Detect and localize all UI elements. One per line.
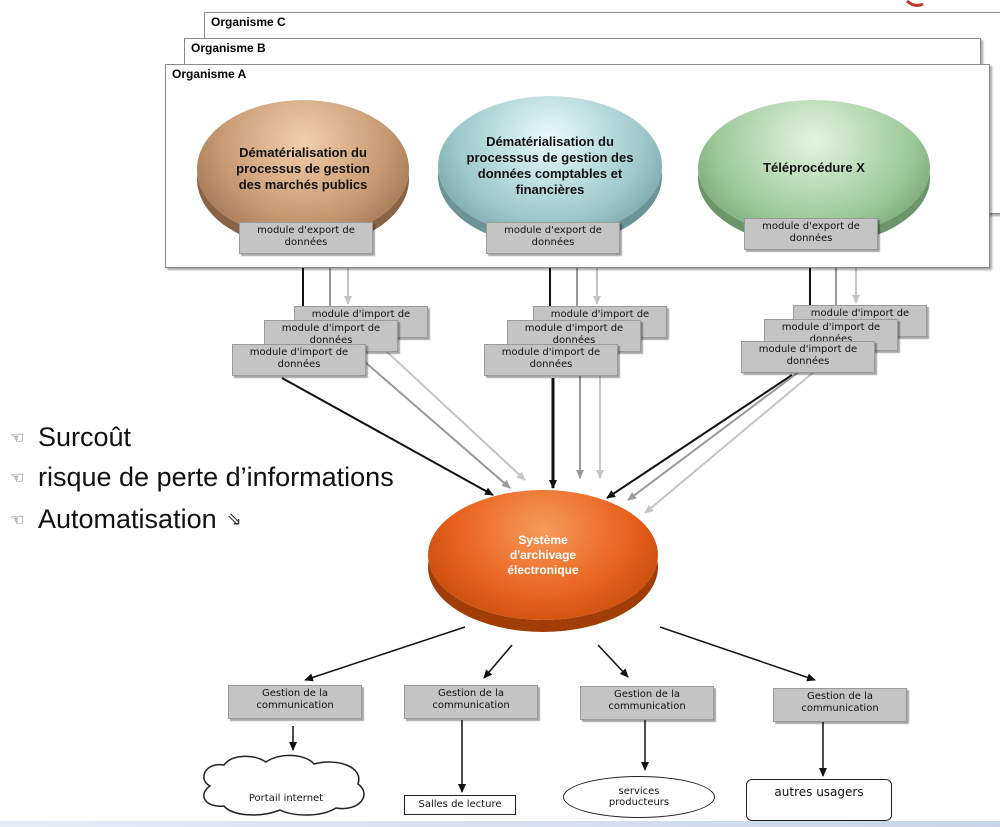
export-module: module d'export de données bbox=[744, 218, 878, 250]
cloud-shape bbox=[203, 754, 365, 816]
thumbs-down-icon: ☜ bbox=[10, 511, 25, 529]
thumbs-down-icon: ☜ bbox=[10, 429, 25, 447]
export-module: module d'export de données bbox=[239, 222, 373, 254]
endpoint-salles-de-lecture: Salles de lecture bbox=[404, 795, 516, 815]
endpoint-autres-usagers: autres usagers bbox=[746, 779, 892, 821]
endpoint-services-producteurs: services producteurs bbox=[563, 776, 715, 818]
archive-label: Système d'archivage électronique bbox=[507, 532, 579, 577]
import-module: module d'import de données bbox=[484, 344, 618, 376]
bullet-text: Automatisation bbox=[38, 504, 217, 534]
corner-mark-icon bbox=[906, 0, 924, 7]
endpoint-portail-internet: Portail internet bbox=[248, 793, 324, 804]
process-oval-donnees-comptables: Dématérialisation du processsus de gesti… bbox=[438, 96, 662, 236]
process-oval-marches-publics: Dématérialisation du processus de gestio… bbox=[197, 100, 409, 238]
process-label: Téléprocédure X bbox=[763, 160, 865, 175]
endpoint-label: services producteurs bbox=[608, 786, 670, 808]
import-module: module d'import de données bbox=[232, 344, 366, 376]
communication-box: Gestion de la communication bbox=[404, 685, 538, 719]
frame-title: Organisme A bbox=[172, 67, 247, 81]
bullet-text: risque de perte d’informations bbox=[38, 462, 394, 492]
frame-title: Organisme B bbox=[191, 41, 266, 55]
slide-bottom-bar bbox=[0, 821, 1000, 827]
thumbs-down-icon: ☜ bbox=[10, 469, 25, 487]
communication-box: Gestion de la communication bbox=[773, 688, 907, 722]
import-module: module d'import de données bbox=[741, 341, 875, 373]
communication-box: Gestion de la communication bbox=[228, 685, 362, 719]
process-oval-teleprocedure: Téléprocédure X bbox=[698, 100, 930, 236]
process-label: Dématérialisation du processsus de gesti… bbox=[466, 134, 634, 197]
bullet-item: ☜ Automatisation ⇘ bbox=[10, 504, 242, 535]
frame-title: Organisme C bbox=[211, 15, 286, 29]
bullet-item: ☜ Surcoût bbox=[10, 422, 131, 453]
bullet-item: ☜ risque de perte d’informations bbox=[10, 462, 394, 493]
process-label: Dématérialisation du processus de gestio… bbox=[236, 145, 370, 192]
export-module: module d'export de données bbox=[486, 222, 620, 254]
archive-system-oval: Système d'archivage électronique bbox=[428, 490, 658, 620]
communication-box: Gestion de la communication bbox=[580, 686, 714, 720]
arrow-down-right-icon: ⇘ bbox=[226, 509, 242, 529]
bullet-text: Surcoût bbox=[38, 422, 132, 452]
